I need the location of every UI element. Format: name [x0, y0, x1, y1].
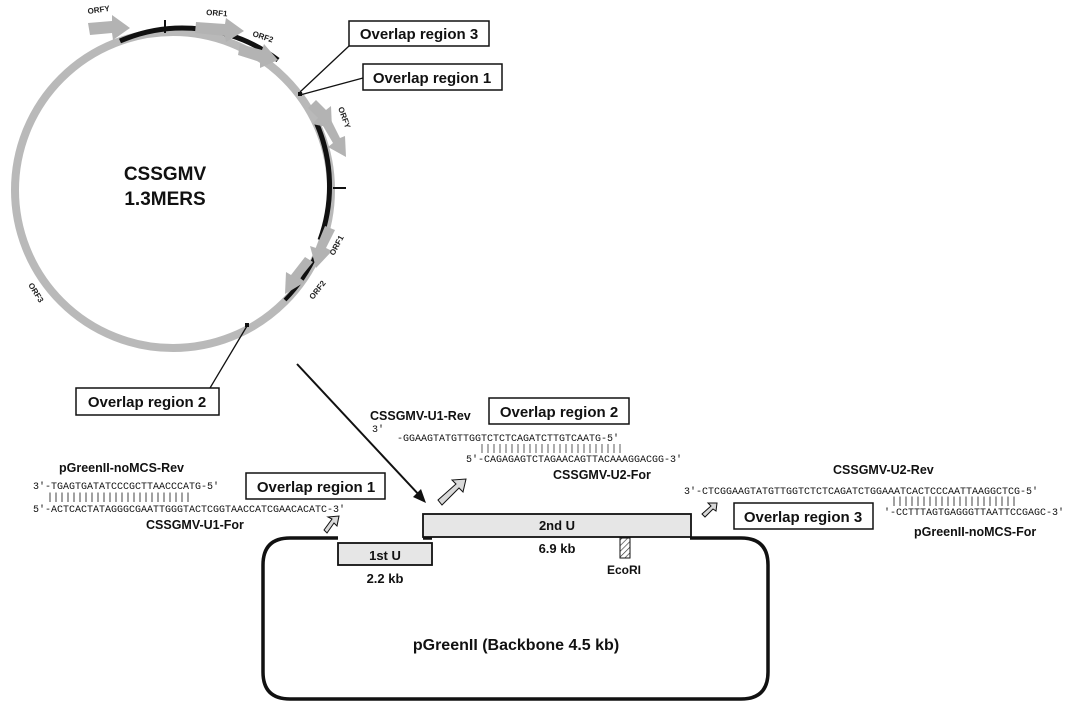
orf1-top-arrow [195, 18, 244, 42]
overlap-mark-bottom [245, 323, 249, 327]
orf-label-orfy-top: ORFY [87, 4, 111, 16]
overlap-region3-callout: Overlap region 3 [348, 20, 490, 47]
primer-u2rev-ticks: ||||||||||||||||||||| [891, 496, 1017, 508]
overlap-region1-callout: Overlap region 1 [362, 63, 503, 91]
orf-label-orf1-top: ORF1 [206, 8, 228, 19]
overlap-region2-mid-callout: Overlap region 2 [488, 397, 630, 425]
overlap-region3-right-box [733, 502, 874, 530]
overlap-region3-right-callout: Overlap region 3 [733, 502, 874, 530]
leader-overlap1 [299, 77, 364, 96]
leader-overlap3 [299, 45, 350, 93]
ecori-site [619, 537, 631, 559]
primer-u1rev-seq: -GGAAGTATGTTGGTCTCTCAGATCTTGTCAATG-5′ [397, 433, 619, 445]
primer-u1rev-prime3: 3′ [372, 424, 384, 436]
vector-backbone-outline [261, 536, 770, 701]
overlap-region1-mid-text: Overlap region 1 [257, 479, 375, 496]
genome-dark-segment-right [313, 120, 332, 241]
orf2-right-arrow [285, 257, 313, 294]
overlap-region1-box [362, 63, 503, 91]
circular-genome-map: ORFY ORF1 ORF2 ORFY ORF1 ORF2 ORF3 CSSGM… [11, 4, 352, 352]
ecori-label: EcoRI [607, 563, 641, 577]
primer-u1for-seq: 5′-ACTCACTATAGGGCGAATTGGGTACTCGGTAACCATC… [33, 504, 345, 516]
overlap-region2-left-text: Overlap region 2 [88, 394, 206, 411]
primer-u1rev-u2for: CSSGMV-U1-Rev 3′ -GGAAGTATGTTGGTCTCTCAGA… [370, 409, 682, 482]
genome-name-line2: 1.3MERS [124, 189, 205, 210]
first-unit-insert [337, 542, 433, 566]
first-unit-label: 1st U [369, 548, 401, 563]
primer-nomcsfor-seq: ′-CCTTTAGTGAGGGTTAATTCCGAGC-3′ [884, 507, 1064, 519]
overlap-region3-box [348, 20, 490, 47]
second-unit-label: 2nd U [539, 518, 575, 533]
orfy-right-arrow [308, 100, 332, 128]
orfy-far-right-arrow [323, 120, 346, 157]
junction-arrow-left [323, 515, 340, 534]
orf-label-orf2-right: ORF2 [307, 278, 328, 301]
orf1-right-arrow [310, 226, 335, 268]
primer-u2rev-seq: 3′-CTCGGAAGTATGTTGGTCTCTCAGATCTGGAAATCAC… [684, 486, 1038, 498]
overlap-region3-text: Overlap region 3 [360, 26, 478, 43]
junction-arrow-mid [437, 478, 467, 506]
overlap-region2-mid-box [488, 397, 630, 425]
transfer-arrow [296, 363, 422, 498]
overlap-region1-text: Overlap region 1 [373, 70, 491, 87]
overlap-region2-left-box [75, 387, 220, 416]
orf-arrows [88, 15, 346, 294]
overlap-region1-mid-callout: Overlap region 1 [245, 472, 386, 500]
transfer-arrowhead [413, 489, 426, 503]
primer-u2rev-nomcsfor: CSSGMV-U2-Rev 3′-CTCGGAAGTATGTTGGTCTCTCA… [684, 463, 1064, 539]
orf2-top-arrow [238, 44, 278, 68]
primer-nomcsrev-u1for: pGreenII-noMCS-Rev 3′-TGAGTGATATCCCGCTTA… [33, 461, 345, 532]
primer-nomcsfor-name: pGreenII-noMCS-For [914, 525, 1036, 539]
orfy-top-arrow [88, 15, 130, 40]
overlap-region2-mid-text: Overlap region 2 [500, 404, 618, 421]
junction-arrow-right [701, 502, 718, 518]
backbone-label: pGreenII (Backbone 4.5 kb) [413, 637, 619, 654]
first-unit-size: 2.2 kb [367, 571, 404, 586]
primer-nomcsrev-name: pGreenII-noMCS-Rev [59, 461, 184, 475]
overlap-region1-mid-box [245, 472, 386, 500]
orf-label-orfy-right: ORFY [336, 106, 352, 131]
primer-nomcsrev-seq: 3′-TGAGTGATATCCCGCTTAACCCATG-5′ [33, 481, 219, 493]
overlap-region2-left-callout: Overlap region 2 [75, 387, 220, 416]
genome-name-line1: CSSGMV [124, 164, 207, 185]
second-unit-size: 6.9 kb [539, 541, 576, 556]
leader-overlap2 [209, 325, 248, 389]
primer-nomcsrev-ticks: |||||||||||||||||||||||| [47, 492, 191, 504]
primer-u1for-name: CSSGMV-U1-For [146, 518, 244, 532]
primer-u2rev-name: CSSGMV-U2-Rev [833, 463, 934, 477]
primer-u1rev-name: CSSGMV-U1-Rev [370, 409, 471, 423]
second-unit-insert [422, 513, 692, 538]
overlap-region3-right-text: Overlap region 3 [744, 509, 862, 526]
primer-u2for-seq: 5′-CAGAGAGTCTAGAACAGTTACAAAGGACGG-3′ [466, 454, 682, 466]
primer-u2for-name: CSSGMV-U2-For [553, 468, 651, 482]
overlap-mark-right [298, 92, 302, 96]
orf-label-orf2-top: ORF2 [251, 29, 275, 44]
vector-map: 1st U 2.2 kb 2nd U 6.9 kb EcoRI pGreenII… [261, 513, 770, 701]
primer-u1rev-ticks [481, 444, 621, 453]
